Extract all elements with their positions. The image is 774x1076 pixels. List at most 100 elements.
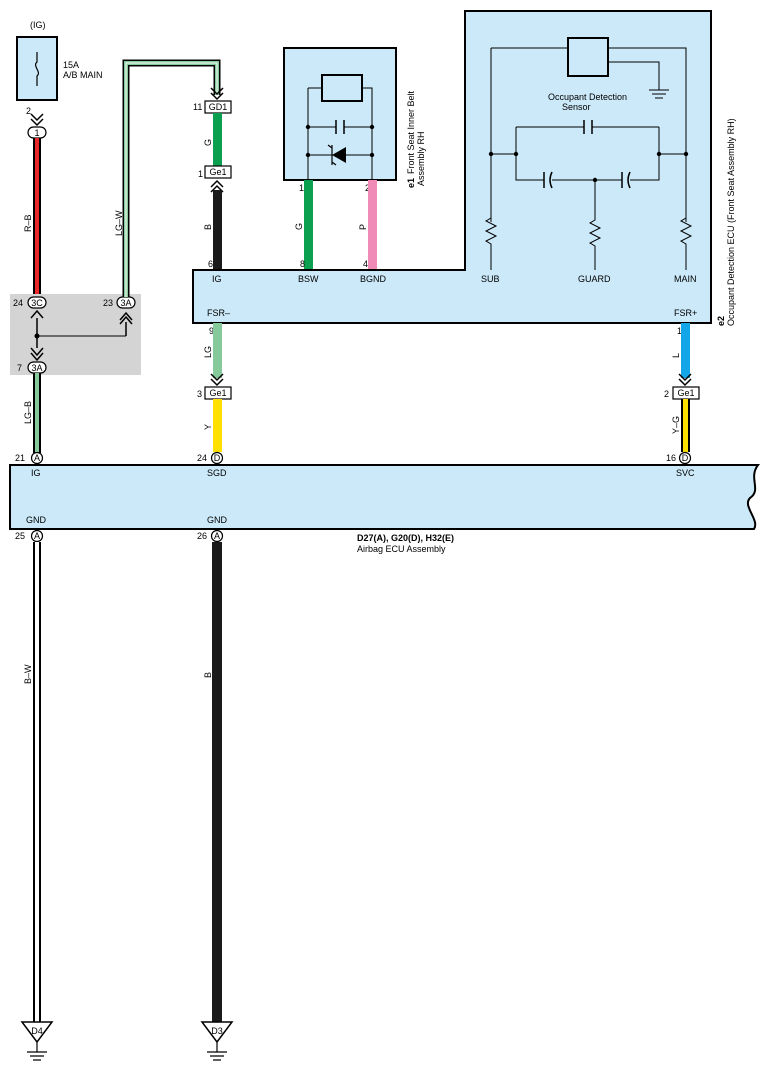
junction-conn-3a-top: 3A xyxy=(120,298,131,308)
sensor-label-line1: Occupant Detection xyxy=(548,92,627,102)
wire-r-b: R–B xyxy=(23,138,41,298)
airbag-conn-gnd1: A xyxy=(34,531,40,541)
airbag-pin-ig: 21 xyxy=(15,453,25,463)
airbag-term-gnd1: GND xyxy=(26,515,47,525)
connector-gd1: 11 GD1 xyxy=(193,87,232,114)
ground-d3-label: D3 xyxy=(211,1026,223,1036)
junction-pin-7: 7 xyxy=(17,363,22,373)
gd1-pin: 11 xyxy=(193,102,202,112)
connector-ge1-lower-left: 3 Ge1 xyxy=(197,386,232,400)
airbag-conn-sgd: D xyxy=(214,453,221,463)
ground-d3: D3 xyxy=(200,1021,234,1061)
airbag-term-svc: SVC xyxy=(676,468,695,478)
sensor-label-line2: Sensor xyxy=(562,102,591,112)
airbag-ecu: 21 A IG 24 D SGD 16 D SVC GND GND 25 A 2… xyxy=(9,451,761,554)
wire-g-bsw: G xyxy=(294,180,313,270)
wire-label-b-w: B–W xyxy=(23,664,33,684)
wire-label-y-g: Y–G xyxy=(671,416,681,434)
wire-y-sgd: Y xyxy=(203,399,222,452)
airbag-conn-gnd2: A xyxy=(214,531,220,541)
wire-l-fsr: L xyxy=(671,323,692,387)
ge1c-pin: 2 xyxy=(664,389,669,399)
belt-pin2: 2 xyxy=(365,183,370,193)
sensor-box xyxy=(464,10,712,272)
junction-block: 24 3C 23 3A 7 3A xyxy=(10,294,141,375)
wire-label-r-b: R–B xyxy=(23,214,33,232)
ecu-term-sub: SUB xyxy=(481,274,500,284)
wire-label-y-sgd: Y xyxy=(203,424,213,430)
wire-y-g-svc: Y–G xyxy=(671,399,690,452)
fuse-ab-main: (IG) 15A A/B MAIN 2 1 xyxy=(16,20,103,139)
ge1c-label: Ge1 xyxy=(677,388,694,398)
ecu-term-bgnd: BGND xyxy=(360,274,387,284)
ecu-pin-bgnd: 4 xyxy=(363,259,368,269)
wire-label-g-gd1: G xyxy=(203,139,213,146)
belt-assembly: e1 Front Seat Inner Belt Assembly RH 1 2 xyxy=(283,47,426,193)
fuse-name: A/B MAIN xyxy=(63,70,103,80)
connector-ge1-upper: 1 Ge1 xyxy=(198,165,232,193)
wire-g-gd1: G xyxy=(203,113,222,166)
airbag-pin-gnd2: 26 xyxy=(197,531,207,541)
connector-ge1-lower-right: 2 Ge1 xyxy=(664,386,700,400)
wire-b-gnd: B xyxy=(203,542,222,1022)
wire-lg-b: LG–B xyxy=(23,373,41,453)
airbag-conn-ig: A xyxy=(34,453,40,463)
belt-name-line2: Assembly RH xyxy=(416,131,426,186)
ground-d4-label: D4 xyxy=(31,1026,43,1036)
junction-conn-3a-bottom: 3A xyxy=(31,363,42,373)
ground-d4: D4 xyxy=(20,1021,54,1061)
wire-lg-w: LG–W xyxy=(114,59,221,297)
gd1-label: GD1 xyxy=(209,102,228,112)
airbag-term-sgd: SGD xyxy=(207,468,227,478)
wire-label-lg-b: LG–B xyxy=(23,401,33,424)
belt-name-line1: Front Seat Inner Belt xyxy=(406,90,416,174)
wire-label-p-bgnd: P xyxy=(358,224,368,230)
wire-label-b-ig: B xyxy=(203,224,213,230)
wire-label-l-fsr: L xyxy=(671,353,681,358)
belt-box xyxy=(283,47,397,181)
ecu-name: Occupant Detection ECU (Front Seat Assem… xyxy=(726,118,736,326)
wire-b-w: B–W xyxy=(23,542,41,1022)
wire-p-bgnd: P xyxy=(358,180,377,270)
airbag-name: Airbag ECU Assembly xyxy=(357,544,446,554)
ecu-pin-bsw: 8 xyxy=(300,259,305,269)
airbag-conn-svc: D xyxy=(682,453,689,463)
ecu-pin-fsr-minus: 9 xyxy=(209,326,214,336)
ecu-term-fsr-minus: FSR– xyxy=(207,308,230,318)
belt-pin1: 1 xyxy=(299,183,304,193)
junction-conn-3c: 3C xyxy=(31,298,43,308)
airbag-pin-sgd: 24 xyxy=(197,453,207,463)
ge1a-pin: 1 xyxy=(198,169,203,179)
fuse-symbol xyxy=(34,52,40,86)
junction-pin-24: 24 xyxy=(13,298,23,308)
fuse-box xyxy=(16,36,58,101)
fuse-rating: 15A xyxy=(63,60,79,70)
airbag-term-gnd2: GND xyxy=(207,515,228,525)
ge1b-label: Ge1 xyxy=(209,388,226,398)
wire-label-g-bsw: G xyxy=(294,223,304,230)
fuse-conn-label: 1 xyxy=(34,128,39,138)
airbag-term-ig: IG xyxy=(31,468,41,478)
airbag-pin-svc: 16 xyxy=(666,453,676,463)
wire-label-b-gnd: B xyxy=(203,672,213,678)
airbag-title: D27(A), G20(D), H32(E) xyxy=(357,533,454,543)
ecu-term-guard: GUARD xyxy=(578,274,611,284)
ecu-term-main: MAIN xyxy=(674,274,697,284)
airbag-box xyxy=(9,464,761,530)
ge1a-label: Ge1 xyxy=(209,167,226,177)
ecu-term-bsw: BSW xyxy=(298,274,319,284)
ecu-box xyxy=(192,269,712,324)
belt-code: e1 xyxy=(406,178,416,188)
occupant-ecu: Occupant Detection Sensor 6 IG 8 BSW 4 B… xyxy=(192,10,736,336)
fuse-conn-chevron xyxy=(30,113,44,127)
wire-b-ig-e2: B xyxy=(203,190,222,270)
wire-label-lg-w: LG–W xyxy=(114,210,124,236)
airbag-pin-gnd1: 25 xyxy=(15,531,25,541)
fuse-pin-out: 2 xyxy=(26,106,31,116)
ge1b-pin: 3 xyxy=(197,389,202,399)
ecu-code: e2 xyxy=(716,316,726,326)
wire-label-lg-fsr: LG xyxy=(203,346,213,358)
ecu-term-ig: IG xyxy=(212,274,222,284)
ecu-pin-fsr-plus: 1 xyxy=(677,326,682,336)
